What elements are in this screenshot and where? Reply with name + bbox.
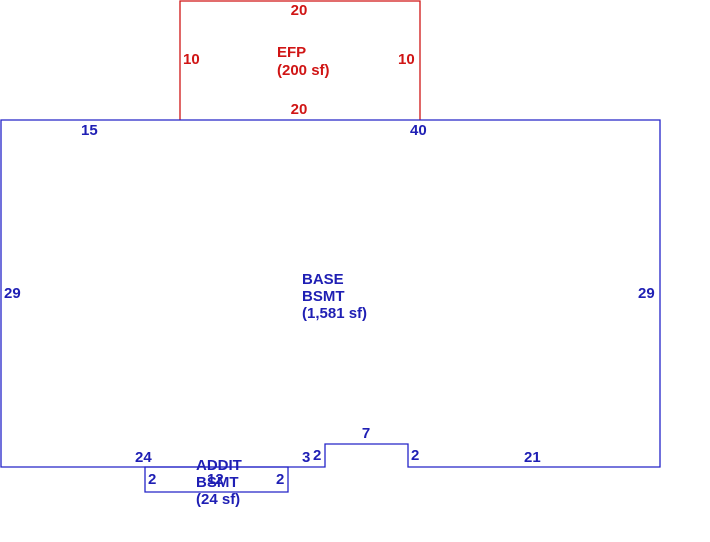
dim-base-bottom-3: 3 [302, 449, 310, 466]
dim-base-top-left: 15 [81, 122, 98, 139]
base-name-line2: BSMT [302, 288, 345, 305]
dim-notch-top: 7 [362, 425, 370, 442]
dim-addit-left: 2 [148, 471, 156, 488]
dim-notch-right: 2 [411, 447, 419, 464]
base-area: (1,581 sf) [302, 305, 367, 322]
base-name-line1: BASE [302, 271, 344, 288]
dim-base-bottom-left: 24 [135, 449, 152, 466]
addit-name-line1: ADDIT [196, 457, 242, 474]
dim-notch-left: 2 [313, 447, 321, 464]
dim-base-left: 29 [4, 285, 21, 302]
efp-name: EFP [277, 44, 306, 61]
dim-base-top-right: 40 [410, 122, 427, 139]
dim-efp-right: 10 [398, 51, 415, 68]
addit-bsmt-outline [144, 466, 289, 493]
dim-addit-right: 2 [276, 471, 284, 488]
efp-outline [179, 0, 421, 120]
dim-base-right: 29 [638, 285, 655, 302]
dim-efp-left: 10 [183, 51, 200, 68]
addit-area: (24 sf) [196, 491, 240, 508]
dim-efp-top: 20 [291, 2, 308, 19]
base-bsmt-outline [0, 119, 661, 468]
dim-addit-bottom: 12 [207, 471, 224, 488]
efp-area: (200 sf) [277, 62, 330, 79]
dim-base-bottom-right: 21 [524, 449, 541, 466]
dim-efp-bottom: 20 [291, 101, 308, 118]
addit-name-line2: BSMT [196, 474, 239, 491]
